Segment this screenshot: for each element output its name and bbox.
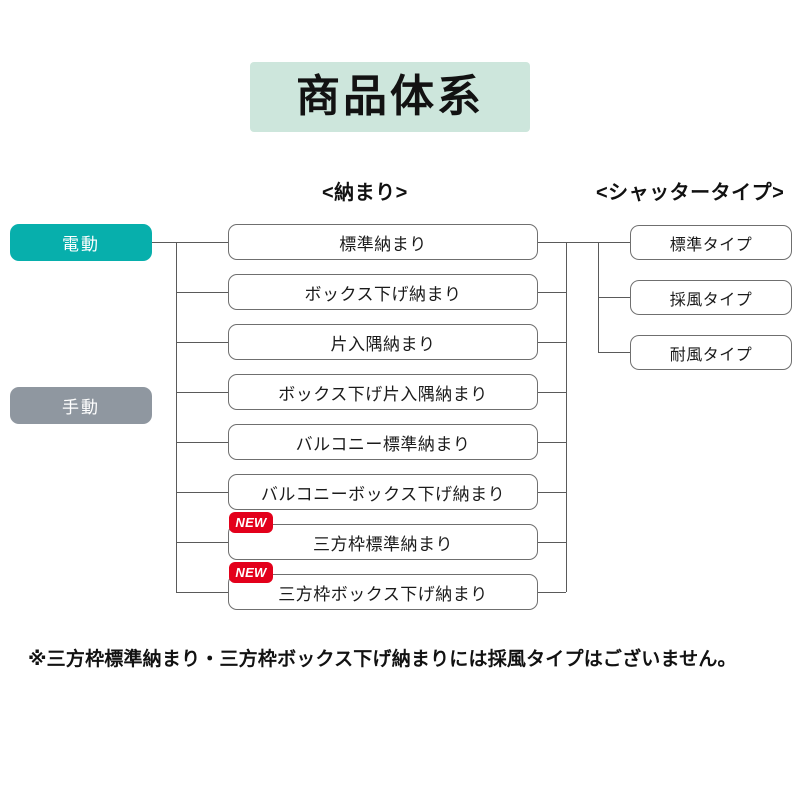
new-badge: NEW: [229, 512, 273, 533]
page-title-text: 商品体系: [296, 72, 484, 121]
node-osamari[interactable]: 標準納まり: [228, 224, 538, 260]
node-shutter-type[interactable]: 耐風タイプ: [630, 335, 792, 370]
node-label: ボックス下げ納まり: [304, 284, 462, 304]
mode-box-electric[interactable]: 電動: [10, 224, 152, 261]
connector-left-branch: [176, 542, 228, 543]
column-header-shutter: <シャッタータイプ>: [596, 182, 785, 204]
node-label: ボックス下げ片入隅納まり: [278, 384, 488, 404]
connector-shutter-branch: [598, 352, 630, 353]
node-label: 三方枠標準納まり: [313, 534, 453, 554]
new-badge-label: NEW: [235, 515, 267, 530]
new-badge-label: NEW: [235, 565, 267, 580]
connector-right-branch: [538, 342, 566, 343]
connector-left-branch: [176, 592, 228, 593]
node-osamari[interactable]: ボックス下げ片入隅納まり: [228, 374, 538, 410]
node-osamari[interactable]: バルコニー標準納まり: [228, 424, 538, 460]
node-shutter-type[interactable]: 採風タイプ: [630, 280, 792, 315]
mode-label-manual: 手動: [62, 398, 100, 417]
connector-shutter-branch: [598, 297, 630, 298]
connector-right-branch: [538, 542, 566, 543]
page-title: 商品体系: [250, 62, 530, 132]
connector-left-branch: [176, 342, 228, 343]
node-label: バルコニーボックス下げ納まり: [260, 484, 506, 504]
node-label: 片入隅納まり: [330, 334, 436, 354]
connector-right-branch: [538, 592, 566, 593]
node-label: バルコニー標準納まり: [295, 434, 471, 454]
node-osamari[interactable]: 片入隅納まり: [228, 324, 538, 360]
mode-box-manual[interactable]: 手動: [10, 387, 152, 424]
node-osamari[interactable]: 三方枠標準納まり: [228, 524, 538, 560]
connector-electric-stub: [152, 242, 176, 243]
connector-left-branch: [176, 242, 228, 243]
connector-left-branch: [176, 292, 228, 293]
node-label: 採風タイプ: [669, 291, 753, 309]
node-label: 標準タイプ: [669, 236, 753, 254]
node-osamari[interactable]: バルコニーボックス下げ納まり: [228, 474, 538, 510]
footnote-text: ※三方枠標準納まり・三方枠ボックス下げ納まりには採風タイプはございません。: [28, 649, 737, 670]
column-header-osamari: <納まり>: [322, 182, 408, 204]
connector-right-branch: [538, 442, 566, 443]
node-label: 三方枠ボックス下げ納まり: [278, 584, 488, 604]
node-osamari[interactable]: ボックス下げ納まり: [228, 274, 538, 310]
connector-left-branch: [176, 442, 228, 443]
node-shutter-type[interactable]: 標準タイプ: [630, 225, 792, 260]
connector-shutter-branch: [598, 242, 630, 243]
connector-left-trunk: [176, 242, 177, 592]
node-label: 耐風タイプ: [669, 346, 753, 364]
new-badge: NEW: [229, 562, 273, 583]
connector-right-trunk: [566, 242, 567, 592]
connector-right-branch: [538, 392, 566, 393]
connector-left-branch: [176, 392, 228, 393]
node-label: 標準納まり: [339, 234, 427, 254]
mode-label-electric: 電動: [62, 235, 100, 254]
connector-right-branch: [538, 492, 566, 493]
connector-right-branch: [538, 242, 566, 243]
node-osamari[interactable]: 三方枠ボックス下げ納まり: [228, 574, 538, 610]
connector-shutter-feed: [566, 242, 598, 243]
connector-left-branch: [176, 492, 228, 493]
connector-right-branch: [538, 292, 566, 293]
